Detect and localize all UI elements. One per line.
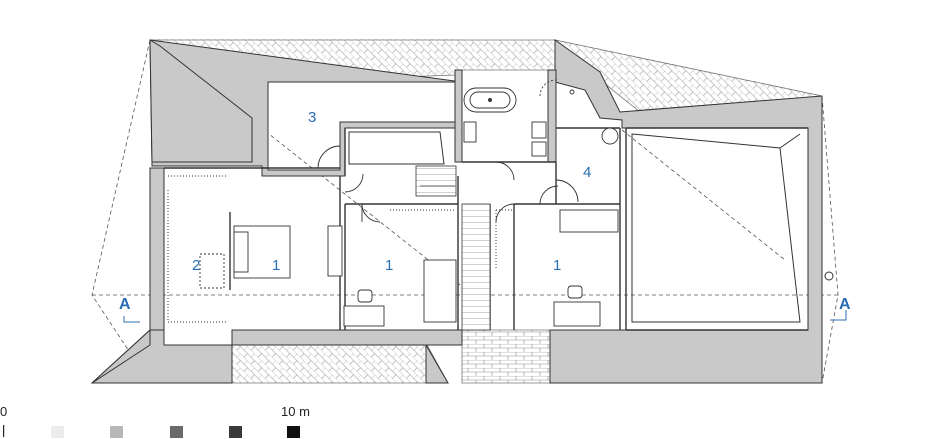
walls (90, 39, 823, 384)
scale-end-label: 10 m (281, 404, 310, 419)
section-label-left: A (119, 296, 131, 313)
room-label-1c: 1 (553, 257, 561, 274)
bathroom-fixtures (463, 79, 575, 157)
scale-swatch-5 (287, 426, 300, 438)
storage-roof-line (348, 131, 445, 165)
room-label-2: 2 (192, 257, 200, 274)
room-label-1a: 1 (272, 257, 280, 274)
scale-tick-start (3, 425, 5, 437)
scale-swatch-4 (229, 426, 242, 438)
scale-swatch-2 (110, 426, 123, 438)
door-swings (317, 145, 579, 223)
section-label-right: A (839, 296, 851, 313)
attic-void (631, 133, 801, 323)
chimney (824, 271, 834, 281)
room-label-3: 3 (308, 109, 316, 126)
scale-start-label: 0 (0, 404, 7, 419)
section-markers (123, 310, 847, 323)
room-label-4: 4 (583, 164, 591, 181)
scale-bar: 0 10 m (0, 404, 310, 438)
scale-swatch-1 (51, 426, 64, 438)
scale-swatch-3 (170, 426, 183, 438)
room-label-1b: 1 (385, 257, 393, 274)
furniture (167, 127, 619, 327)
staircase (415, 165, 491, 331)
